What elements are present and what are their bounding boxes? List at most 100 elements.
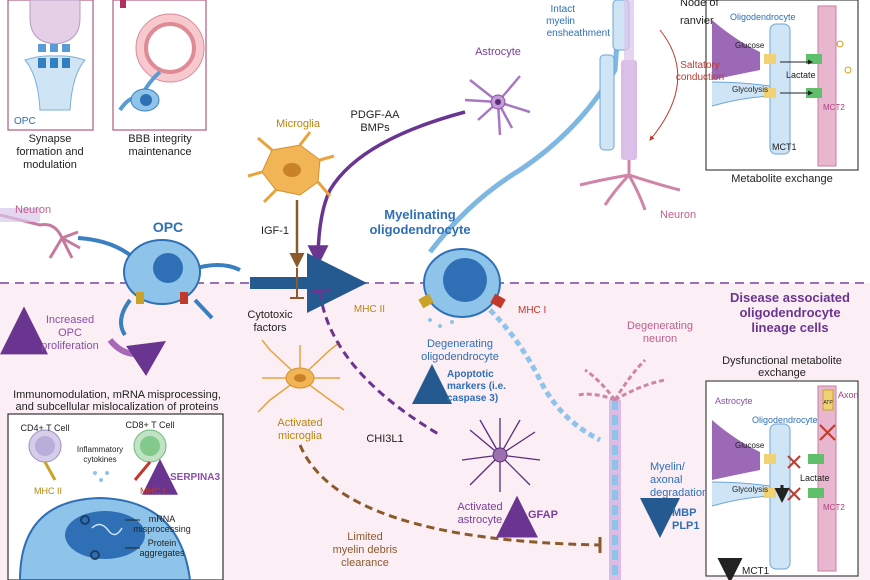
disease-title-1: Disease associated [730, 290, 850, 305]
plp1-label: PLP1 [672, 520, 700, 532]
d-axon-label: Axon [838, 390, 859, 400]
mhc1-top-label: MHC I [518, 305, 546, 316]
mhc2-top-label: MHC II [354, 304, 385, 315]
neuron-left [0, 208, 81, 259]
degenerating-oligo-2: oligodendrocyte [421, 351, 499, 363]
activated-microglia [257, 339, 345, 413]
disease-title-3: lineage cells [751, 320, 828, 335]
cd4-label: CD4+ T Cell [21, 423, 70, 433]
d-glucose-label: Glucose [735, 441, 765, 450]
chi3l1-label: CHI3L1 [366, 433, 403, 445]
immuno-title-1: Immunomodulation, mRNA misprocessing, [13, 389, 221, 401]
intact-myelin-1: Intact [551, 4, 576, 15]
protein-2: aggregates [139, 548, 185, 558]
igf-label: IGF-1 [261, 225, 289, 237]
metabolite-mct1-label: MCT1 [772, 142, 797, 152]
d-atp-label: ATP [823, 400, 833, 406]
mrna-2: misprocessing [133, 524, 191, 534]
immuno-panel [7, 413, 224, 580]
bbb-caption-1: BBB integrity [128, 133, 192, 145]
gfap-label: GFAP [528, 509, 558, 521]
intact-myelin-3: ensheathment [547, 28, 611, 39]
dysfunctional-panel [705, 380, 859, 580]
increased-3: proliferation [41, 340, 98, 352]
myelin-axonal-2: axonal [650, 474, 682, 486]
mrna-1: mRNA [149, 514, 176, 524]
myelinating-label-1: Myelinating [384, 207, 456, 222]
metabolite-caption: Metabolite exchange [731, 173, 833, 185]
serpina3-label: SERPINA3 [170, 472, 220, 483]
degenerating-oligo-1: Degenerating [427, 338, 493, 350]
apoptotic-3: caspase 3) [447, 393, 498, 404]
neuron-right-label: Neuron [660, 209, 696, 221]
opc-tag: OPC [14, 116, 36, 127]
metabolite-panel: Oligodendrocyte Glucose Lactate Glycolys… [705, 0, 859, 171]
myelin-axonal-3: degradation [650, 487, 708, 499]
degenerating-oligo-fragments [428, 308, 602, 443]
bbb-caption-2: maintenance [129, 146, 192, 158]
metabolite-glucose-label: Glucose [735, 41, 765, 50]
metabolite-glycolysis-label: Glycolysis [732, 85, 768, 94]
saltatory-2: conduction [676, 72, 724, 83]
apoptotic-1: Apoptotic [447, 369, 494, 380]
opc-cell [77, 236, 241, 337]
metabolite-mct2-label: MCT2 [823, 103, 845, 112]
apoptotic-2: markers (i.e. [447, 381, 506, 392]
bbb-panel [112, 0, 207, 131]
synapse-panel: OPC [7, 0, 94, 131]
limited-3: clearance [341, 557, 389, 569]
myelinated-axon [428, 0, 681, 254]
mhc2-label: MHC II [34, 486, 62, 496]
microglia-label: Microglia [276, 118, 321, 130]
degenerating-neuron-2: neuron [643, 333, 677, 345]
dysfunctional-title-1: Dysfunctional metabolite [722, 355, 842, 367]
astrocyte-top [464, 75, 531, 136]
cytokines-1: Inflammatory [77, 445, 123, 454]
cytokines-2: cytokines [83, 455, 116, 464]
mhc1-label: MHC I [140, 486, 166, 496]
metabolite-oligo-label: Oligodendrocyte [730, 12, 796, 22]
immuno-title-2: and subcellular mislocalization of prote… [16, 401, 219, 413]
degenerating-neuron-1: Degenerating [627, 320, 693, 332]
cd8-label: CD8+ T Cell [126, 420, 175, 430]
opc-label: OPC [153, 219, 183, 235]
increased-1: Increased [46, 314, 94, 326]
microglia-top [247, 131, 335, 204]
pdgf-2: BMPs [360, 122, 390, 134]
node-ranvier-1: Node of [680, 0, 719, 9]
d-oligo-label: Oligodendrocyte [752, 415, 818, 425]
mbp-label: MBP [672, 507, 696, 519]
cytotoxic-2: factors [253, 322, 287, 334]
d-glycolysis-label: Glycolysis [732, 485, 768, 494]
protein-1: Protein [148, 538, 177, 548]
neuron-left-label: Neuron [15, 204, 51, 216]
increased-2: OPC [58, 327, 82, 339]
activated-microglia-2: microglia [278, 430, 323, 442]
intact-myelin-2: myelin [546, 16, 575, 27]
limited-2: myelin debris [333, 544, 398, 556]
node-ranvier-2: ranvier [680, 15, 714, 27]
synapse-caption-3: modulation [23, 159, 77, 171]
proliferation-curve [107, 338, 166, 376]
activated-astrocyte [461, 418, 541, 492]
astrocyte-top-label: Astrocyte [475, 46, 521, 58]
myelin-axonal-1: Myelin/ [650, 461, 686, 473]
saltatory-1: Saltatory [680, 60, 719, 71]
d-astrocyte-label: Astrocyte [715, 396, 753, 406]
metabolite-lactate-label: Lactate [786, 70, 816, 80]
pdgf-arrow [307, 110, 466, 267]
degenerating-neuron [577, 358, 666, 580]
pdgf-1: PDGF-AA [351, 109, 401, 121]
dysfunctional-title-2: exchange [758, 367, 806, 379]
cytotoxic-1: Cytotoxic [247, 309, 293, 321]
activated-microglia-1: Activated [277, 417, 322, 429]
activated-astrocyte-2: astrocyte [458, 514, 503, 526]
activated-astrocyte-1: Activated [457, 501, 502, 513]
synapse-caption-2: formation and [16, 146, 83, 158]
synapse-caption-1: Synapse [29, 133, 72, 145]
myelinating-label-2: oligodendrocyte [369, 222, 470, 237]
limited-1: Limited [347, 531, 382, 543]
disease-title-2: oligodendrocyte [739, 305, 840, 320]
